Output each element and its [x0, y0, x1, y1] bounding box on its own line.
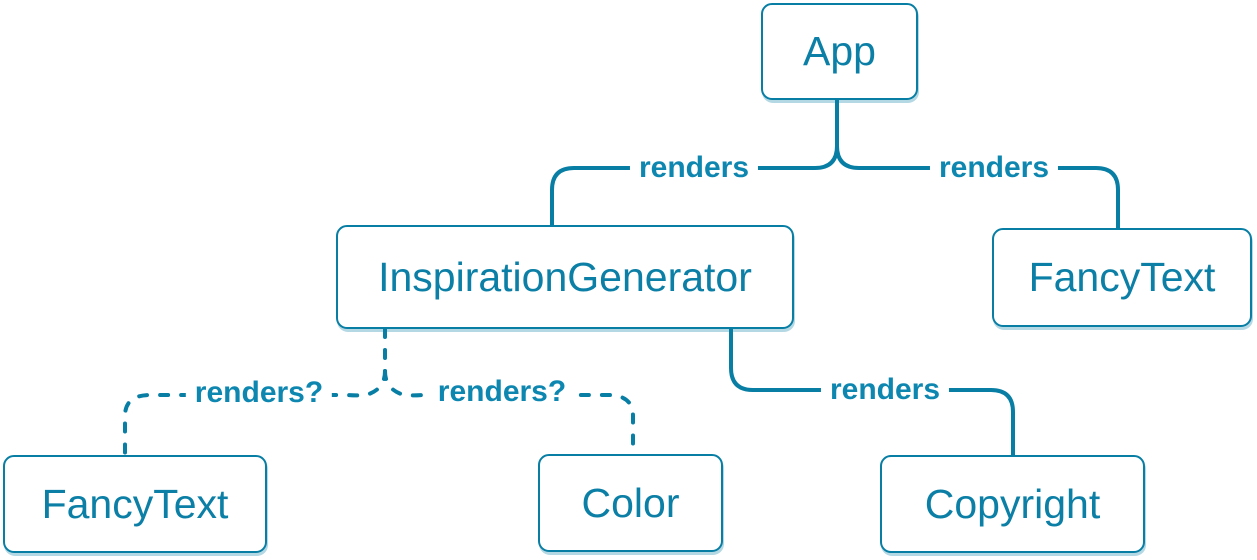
node-color: Color: [538, 454, 723, 552]
node-fancy-text-bottom: FancyText: [3, 455, 267, 553]
node-app: App: [761, 3, 918, 100]
edge-label-renders-inspirationgenerator-copyright: renders: [820, 372, 950, 408]
node-inspiration-generator: InspirationGenerator: [336, 225, 794, 329]
node-fancy-text-top-label: FancyText: [1028, 254, 1216, 300]
node-fancy-text-top: FancyText: [992, 228, 1252, 327]
edge-line-inspirationgenerator-fancytext: [123, 327, 387, 457]
node-copyright-label: Copyright: [924, 480, 1101, 527]
node-color-label: Color: [581, 479, 680, 526]
edge-label-renders-app-fancytext: renders: [929, 150, 1059, 186]
node-inspiration-generator-label: InspirationGenerator: [378, 253, 752, 300]
edge-line-inspirationgenerator-color: [383, 369, 635, 456]
edge-label-renders-app-inspirationgenerator: renders: [629, 150, 759, 186]
node-copyright: Copyright: [880, 455, 1145, 553]
node-fancy-text-bottom-label: FancyText: [41, 480, 229, 527]
node-app-label: App: [803, 28, 876, 74]
edge-label-renders-inspirationgenerator-color: renders?: [428, 374, 576, 410]
edge-label-renders-inspirationgenerator-fancytext: renders?: [185, 375, 333, 411]
